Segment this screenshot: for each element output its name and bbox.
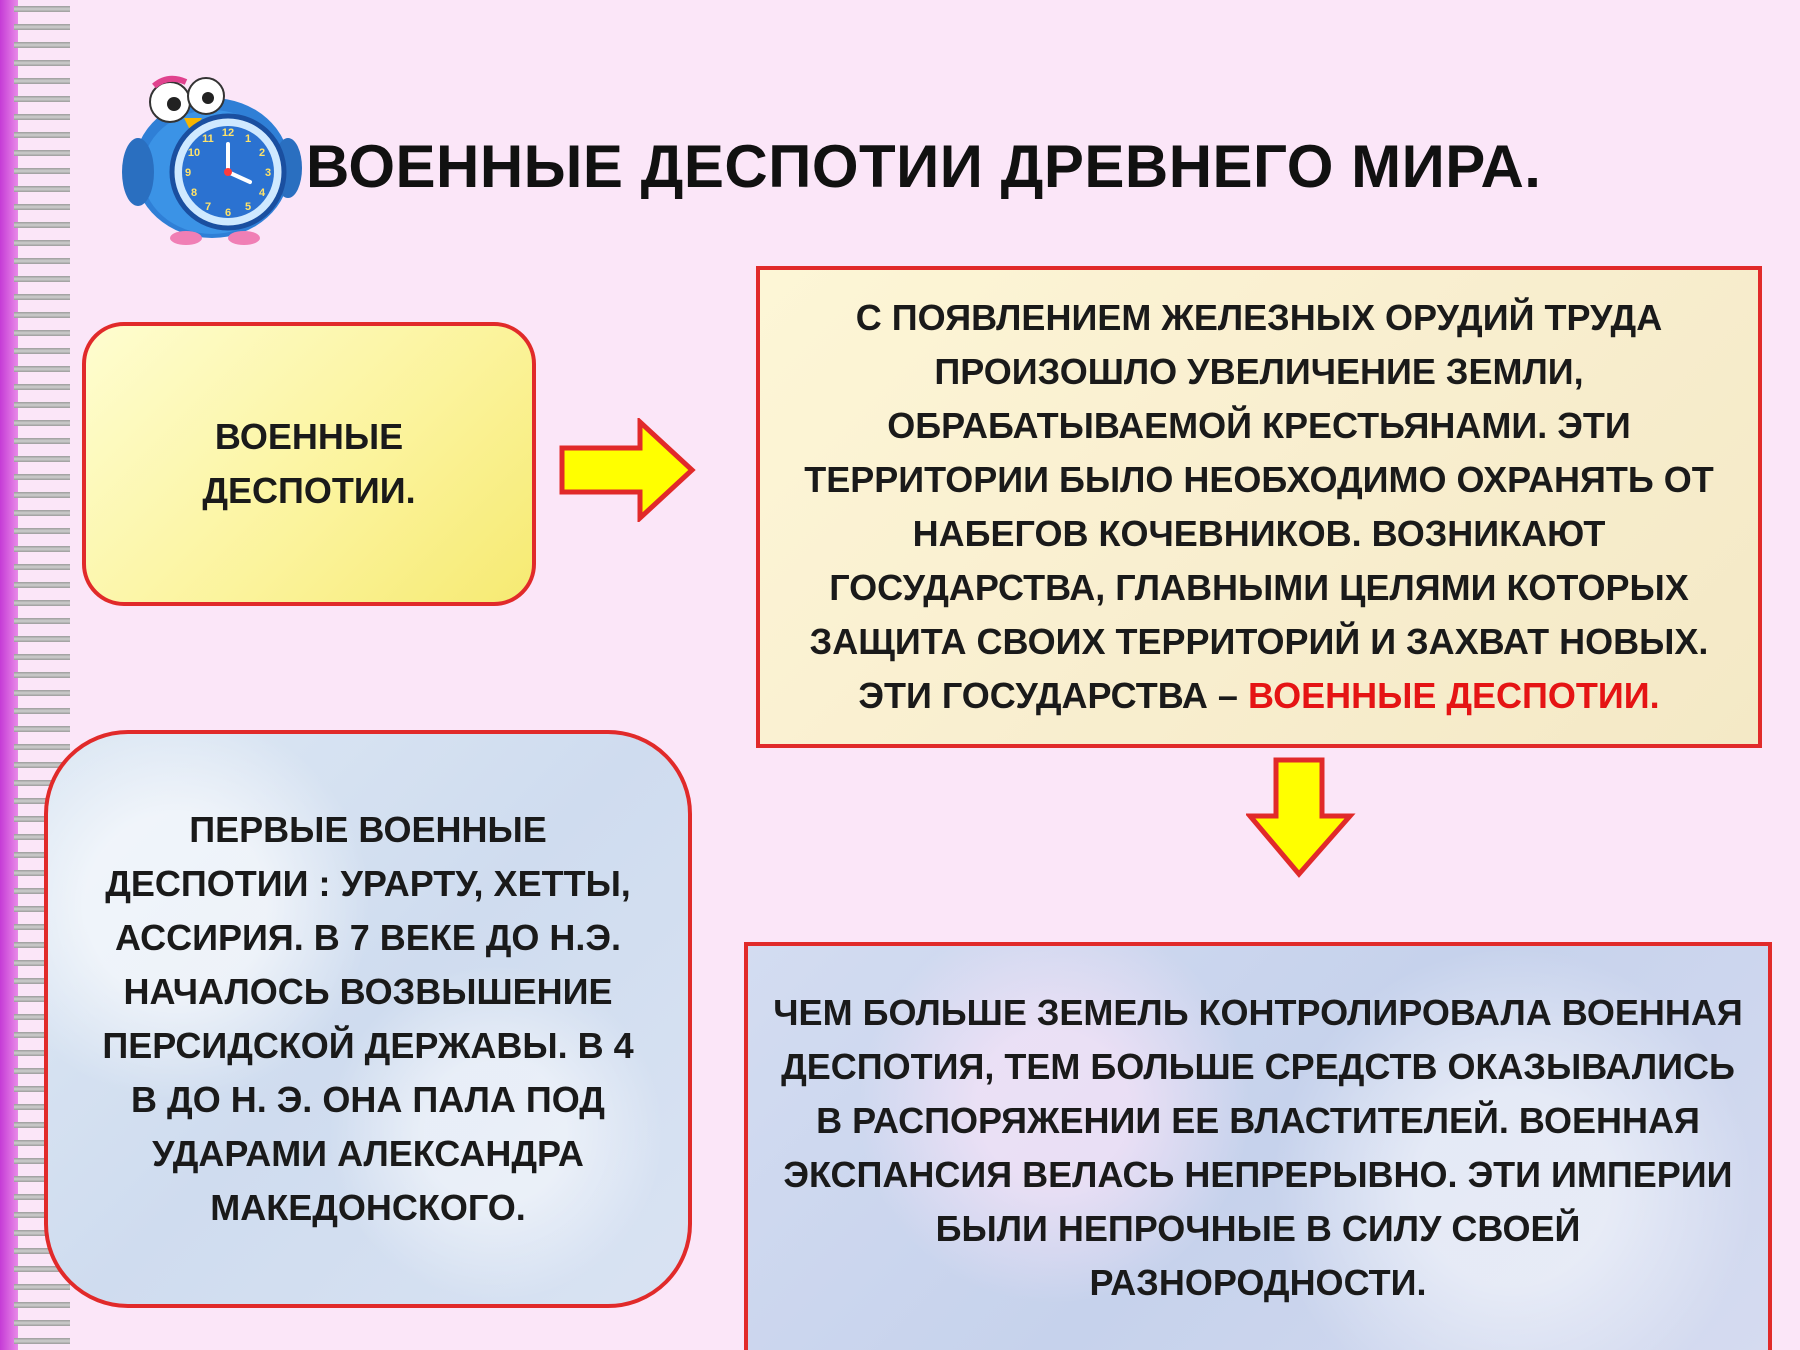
svg-text:11: 11: [202, 133, 214, 145]
arrow-down-icon: [1246, 757, 1356, 878]
svg-text:5: 5: [245, 201, 251, 213]
svg-text:12: 12: [222, 127, 234, 139]
spiral-binding: [14, 0, 70, 1350]
svg-text:4: 4: [259, 187, 266, 199]
svg-text:7: 7: [205, 201, 211, 213]
svg-text:9: 9: [185, 167, 191, 179]
emergence-highlight: ВОЕННЫЕ ДЕСПОТИИ.: [1247, 675, 1660, 716]
definition-text: ВОЕННЫЕ ДЕСПОТИИ.: [202, 410, 415, 518]
svg-text:8: 8: [191, 187, 197, 199]
definition-line-2: ДЕСПОТИИ.: [202, 470, 416, 511]
definition-line-1: ВОЕННЫЕ: [214, 416, 404, 457]
svg-text:2: 2: [259, 147, 265, 159]
page-title: ВОЕННЫЕ ДЕСПОТИИ ДРЕВНЕГО МИРА.: [306, 133, 1542, 200]
svg-text:1: 1: [245, 133, 251, 145]
emergence-box: С ПОЯВЛЕНИЕМ ЖЕЛЕЗНЫХ ОРУДИЙ ТРУДА ПРОИЗ…: [756, 266, 1762, 748]
owl-clock-mascot-icon: 12 1 2 3 4 5 6 7 8 9 10 11: [122, 75, 302, 245]
notebook-binding-strip: [0, 0, 18, 1350]
expansion-text: ЧЕМ БОЛЬШЕ ЗЕМЕЛЬ КОНТРОЛИРОВАЛА ВОЕННАЯ…: [773, 992, 1743, 1303]
svg-text:3: 3: [265, 167, 271, 179]
emergence-body: С ПОЯВЛЕНИЕМ ЖЕЛЕЗНЫХ ОРУДИЙ ТРУДА ПРОИЗ…: [804, 297, 1714, 716]
first-despotisms-box: ПЕРВЫЕ ВОЕННЫЕ ДЕСПОТИИ : УРАРТУ, ХЕТТЫ,…: [44, 730, 692, 1308]
emergence-text: С ПОЯВЛЕНИЕМ ЖЕЛЕЗНЫХ ОРУДИЙ ТРУДА ПРОИЗ…: [780, 291, 1738, 723]
svg-text:10: 10: [188, 147, 200, 159]
arrow-right-icon: [559, 418, 696, 522]
header: 12 1 2 3 4 5 6 7 8 9 10 11 ВОЕННЫЕ ДЕСПО…: [120, 60, 1600, 250]
first-despotisms-text: ПЕРВЫЕ ВОЕННЫЕ ДЕСПОТИИ : УРАРТУ, ХЕТТЫ,…: [102, 809, 634, 1228]
expansion-box: ЧЕМ БОЛЬШЕ ЗЕМЕЛЬ КОНТРОЛИРОВАЛА ВОЕННАЯ…: [744, 942, 1772, 1350]
svg-text:6: 6: [225, 207, 231, 219]
definition-box: ВОЕННЫЕ ДЕСПОТИИ.: [82, 322, 536, 606]
